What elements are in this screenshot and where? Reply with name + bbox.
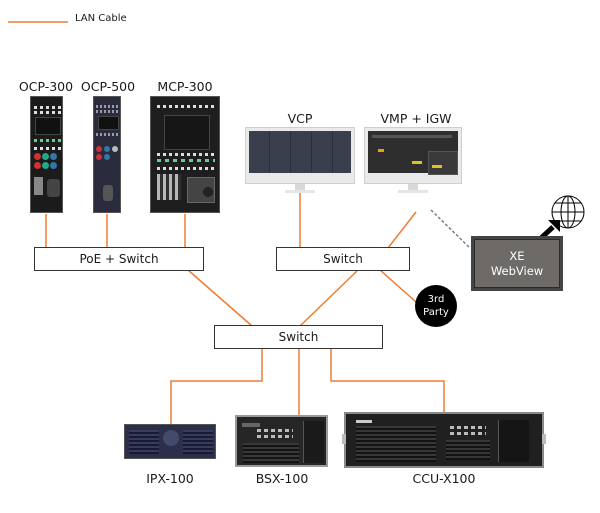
ipx100-device — [124, 424, 216, 459]
ccux100-device — [342, 412, 546, 468]
third-party-line2: Party — [423, 307, 449, 318]
wire-vmp-switch — [387, 211, 417, 249]
ipx100-label: IPX-100 — [146, 471, 194, 486]
globe-icon — [551, 195, 585, 229]
mcp300-label: MCP-300 — [157, 79, 213, 94]
third-party-node: 3rd Party — [415, 285, 457, 327]
ocp300-label: OCP-300 — [18, 79, 74, 94]
poe-switch-label: PoE + Switch — [79, 252, 159, 266]
ocp300-device — [30, 96, 63, 213]
bsx100-label: BSX-100 — [255, 471, 309, 486]
third-party-line1: 3rd — [427, 294, 445, 305]
upper-switch: Switch — [276, 247, 410, 271]
wire-core-ipx — [170, 348, 263, 425]
vcp-label: VCP — [287, 111, 313, 126]
xe-webview-line1: XE — [509, 248, 525, 263]
poe-switch: PoE + Switch — [34, 247, 204, 271]
bsx100-device — [235, 415, 328, 467]
ccux100-label: CCU-X100 — [412, 471, 476, 486]
wire-core-ccu — [330, 348, 445, 413]
xe-webview-line2: WebView — [490, 263, 544, 278]
mcp300-device — [150, 96, 220, 213]
xe-webview-node: XE WebView — [471, 236, 563, 291]
vmp-igw-device — [364, 127, 462, 193]
wire-switch-3rdparty — [379, 269, 417, 303]
core-switch: Switch — [214, 325, 383, 349]
vcp-device — [245, 127, 355, 193]
ocp500-device — [93, 96, 121, 213]
wire-vmp-xe-dashed — [430, 209, 471, 249]
wire-upper-core — [299, 270, 358, 327]
upper-switch-label: Switch — [323, 252, 363, 266]
vmp-igw-label: VMP + IGW — [380, 111, 452, 126]
legend-lan-cable-label: LAN Cable — [75, 13, 127, 24]
ocp500-label: OCP-500 — [80, 79, 136, 94]
core-switch-label: Switch — [278, 330, 319, 344]
wire-poe-core — [187, 269, 253, 327]
